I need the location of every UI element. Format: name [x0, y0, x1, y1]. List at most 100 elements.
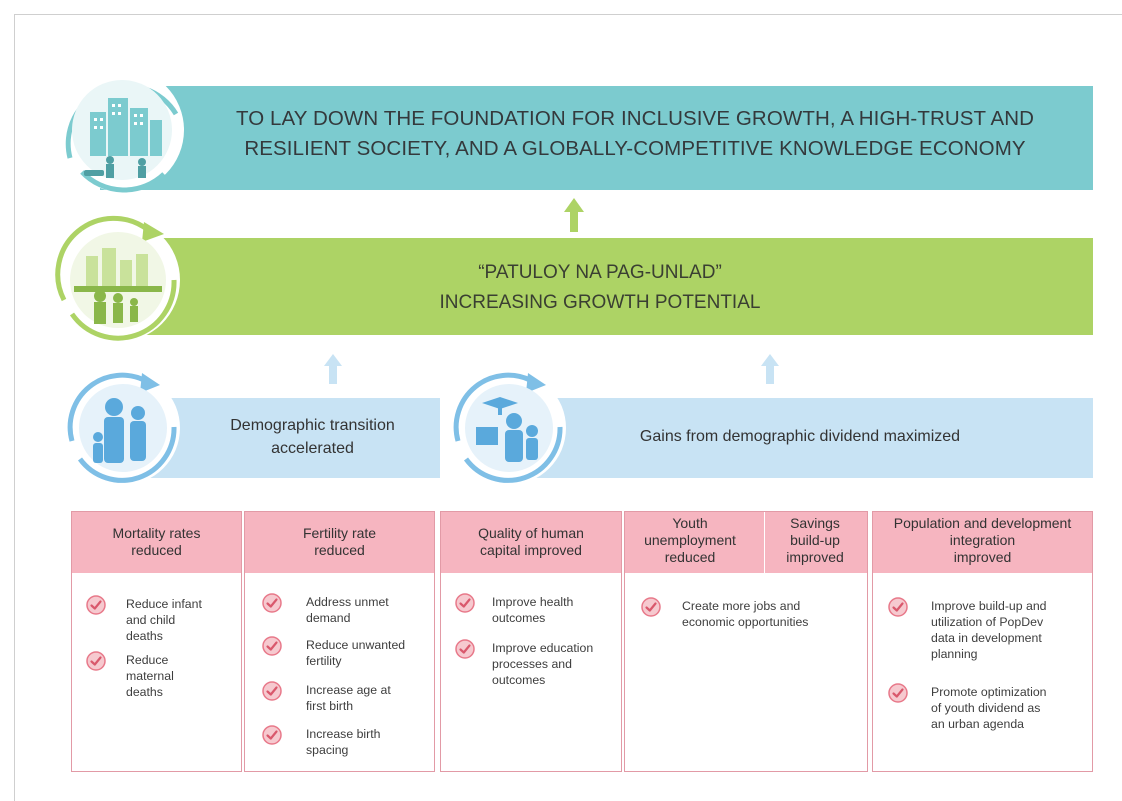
- list-item: Promote optimization of youth dividend as…: [931, 684, 1047, 732]
- goal-line-1: TO LAY DOWN THE FOUNDATION FOR INCLUSIVE…: [235, 107, 1035, 130]
- list-item-line: of youth dividend as: [931, 701, 1041, 715]
- column-title-line: reduced: [314, 542, 365, 558]
- check-icon: [262, 725, 282, 745]
- column-title-line: Mortality rates: [112, 525, 201, 541]
- column-title-line: build-up: [790, 532, 840, 548]
- list-item: Increase age at first birth: [306, 682, 391, 714]
- demographic-transition-line-2: accelerated: [271, 440, 354, 457]
- list-item: Improve build-up and utilization of PopDe…: [931, 598, 1047, 662]
- goal-line-2: RESILIENT SOCIETY, AND A GLOBALLY-COMPET…: [244, 137, 1026, 160]
- growth-potential-line-2: INCREASING GROWTH POTENTIAL: [439, 292, 761, 313]
- list-item-line: economic opportunities: [682, 615, 809, 629]
- check-icon: [888, 597, 908, 617]
- column-title: Population and development integration i…: [877, 515, 1088, 566]
- demographic-dividend-band: [510, 398, 1093, 478]
- column-title-line: Youth: [672, 515, 708, 531]
- list-item-line: Improve health: [492, 595, 574, 609]
- list-item-line: Increase age at: [306, 683, 391, 697]
- column-title-savings: Savings build-up improved: [767, 515, 863, 566]
- list-item-line: Address unmet: [306, 595, 389, 609]
- list-item-line: spacing: [306, 743, 349, 757]
- check-icon: [641, 597, 661, 617]
- column-header: [441, 512, 621, 573]
- column-popdev: Population and development integration i…: [872, 511, 1093, 772]
- check-icon: [455, 593, 475, 613]
- column-title: Quality of human capital improved: [445, 525, 617, 559]
- list-item-line: Reduce unwanted: [306, 638, 406, 652]
- demographic-transition-line-1: Demographic transition: [230, 417, 395, 434]
- column-header-divider: [764, 512, 765, 573]
- list-item-line: Improve education: [492, 641, 594, 655]
- column-title: Mortality rates reduced: [76, 525, 237, 559]
- list-item: Create more jobs and economic opportuniti…: [682, 598, 808, 630]
- goal-band: [100, 86, 1093, 190]
- check-icon: [888, 683, 908, 703]
- arrow-up-icon: [761, 354, 779, 384]
- growth-potential-band: [100, 238, 1093, 335]
- list-item-line: utilization of PopDev: [931, 615, 1044, 629]
- column-header: [625, 512, 867, 573]
- list-item-line: outcomes: [492, 673, 546, 687]
- list-item-line: Improve build-up and: [931, 599, 1047, 613]
- column-title-line: improved: [786, 549, 844, 565]
- arrow-up-icon: [324, 354, 342, 384]
- list-item-line: and child: [126, 613, 176, 627]
- demographic-transition-text: Demographic transition accelerated: [190, 414, 435, 460]
- list-item-line: Reduce: [126, 653, 169, 667]
- list-item-line: Reduce infant: [126, 597, 202, 611]
- list-item-line: outcomes: [492, 611, 546, 625]
- list-item: Reduce infant and child deaths: [126, 596, 202, 644]
- city-buildings-icon: [60, 68, 184, 193]
- list-item-line: demand: [306, 611, 351, 625]
- family-icon: [66, 371, 180, 485]
- list-item-line: deaths: [126, 685, 163, 699]
- list-item: Improve health outcomes: [492, 594, 573, 626]
- check-icon: [262, 593, 282, 613]
- column-title-line: integration: [949, 532, 1016, 548]
- growth-potential-text: “PATULOY NA PAG-UNLAD” INCREASING GROWTH…: [250, 258, 950, 318]
- list-item: Reduce maternal deaths: [126, 652, 174, 700]
- list-item: Improve education processes and outcomes: [492, 640, 593, 688]
- list-item-line: Promote optimization: [931, 685, 1047, 699]
- column-title: Fertility rate reduced: [249, 525, 430, 559]
- column-title-line: reduced: [131, 542, 182, 558]
- column-header: [245, 512, 434, 573]
- check-icon: [262, 636, 282, 656]
- family-city-icon: [55, 215, 180, 342]
- check-icon: [455, 639, 475, 659]
- list-item-line: deaths: [126, 629, 163, 643]
- list-item-line: an urban agenda: [931, 717, 1024, 731]
- column-title-line: capital improved: [480, 542, 582, 558]
- arrow-up-icon: [564, 198, 584, 232]
- diagram-frame: [14, 14, 1122, 801]
- list-item-line: Create more jobs and: [682, 599, 801, 613]
- list-item-line: planning: [931, 647, 978, 661]
- check-icon: [262, 681, 282, 701]
- column-mortality: Mortality rates reduced: [71, 511, 242, 772]
- goal-statement: TO LAY DOWN THE FOUNDATION FOR INCLUSIVE…: [180, 104, 1090, 164]
- list-item: Reduce unwanted fertility: [306, 637, 405, 669]
- column-title-line: Savings: [790, 515, 840, 531]
- column-title-line: Population and development: [893, 515, 1072, 531]
- list-item-line: data in development: [931, 631, 1042, 645]
- column-title-line: Fertility rate: [302, 525, 377, 541]
- column-title-line: improved: [953, 549, 1012, 565]
- graduate-family-icon: [452, 371, 566, 485]
- list-item-line: first birth: [306, 699, 354, 713]
- column-youth-savings: Youth unemployment reduced Savings build…: [624, 511, 868, 772]
- check-icon: [86, 651, 106, 671]
- list-item-line: maternal: [126, 669, 174, 683]
- growth-potential-line-1: “PATULOY NA PAG-UNLAD”: [478, 262, 722, 283]
- list-item-line: fertility: [306, 654, 342, 668]
- list-item-line: processes and: [492, 657, 572, 671]
- column-title-line: reduced: [664, 549, 716, 565]
- column-header: [873, 512, 1092, 573]
- check-icon: [86, 595, 106, 615]
- column-title-youth: Youth unemployment reduced: [627, 515, 753, 566]
- list-item-line: Increase birth: [306, 727, 381, 741]
- demographic-dividend-text: Gains from demographic dividend maximize…: [639, 428, 961, 445]
- list-item: Increase birth spacing: [306, 726, 381, 758]
- column-title-line: unemployment: [644, 532, 736, 548]
- column-header: [72, 512, 241, 573]
- column-title-line: Quality of human: [478, 525, 584, 541]
